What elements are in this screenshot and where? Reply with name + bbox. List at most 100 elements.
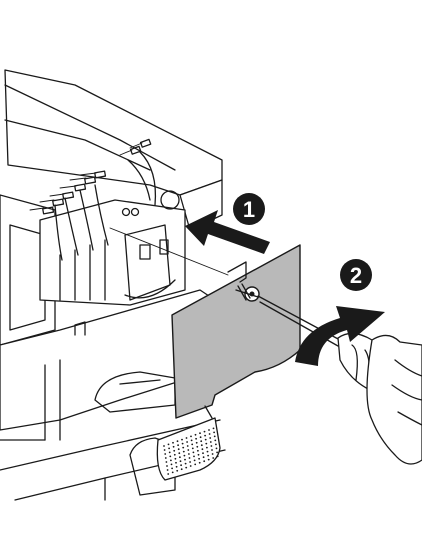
grille-hole <box>171 471 174 474</box>
push-arrow <box>185 210 270 254</box>
grille-hole <box>180 468 183 471</box>
grille-hole <box>196 445 199 448</box>
grille-hole <box>199 432 201 435</box>
grille-hole <box>214 439 217 442</box>
grille-hole <box>188 453 190 455</box>
grille-hole <box>210 445 213 447</box>
grille-hole <box>166 469 169 471</box>
grille-hole <box>175 465 178 468</box>
grille-hole <box>181 438 183 441</box>
grille-hole <box>189 465 192 467</box>
grille-hole <box>202 456 205 459</box>
grille-hole <box>184 462 187 465</box>
grille-hole <box>190 435 192 438</box>
grille-hole <box>172 441 174 444</box>
step-2-badge: 2 <box>340 259 372 291</box>
grille-hole <box>203 430 206 433</box>
grille-hole <box>168 447 171 450</box>
grille-hole <box>211 449 213 451</box>
grille-hole <box>167 443 170 446</box>
grille-hole <box>206 446 208 449</box>
grille-hole <box>197 449 199 452</box>
grille-hole <box>197 453 200 456</box>
step-1-label: 1 <box>243 197 255 222</box>
grille-hole <box>173 453 176 456</box>
grille-hole <box>211 453 214 455</box>
grille-hole <box>216 455 219 458</box>
grille-hole <box>168 451 171 454</box>
grille-hole <box>180 464 183 467</box>
grille-hole <box>171 467 174 470</box>
panel-screw <box>235 283 260 302</box>
grille-hole <box>176 440 179 443</box>
step-2-label: 2 <box>350 263 362 288</box>
grille-hole <box>205 442 208 445</box>
grille-hole <box>191 443 194 446</box>
grille-hole <box>215 447 218 450</box>
grille-hole <box>208 429 210 431</box>
grille-hole <box>195 441 198 444</box>
grille-hole <box>208 433 211 435</box>
grille-hole <box>177 448 180 451</box>
grille-hole <box>193 455 195 458</box>
grille-hole <box>173 449 176 452</box>
grille-hole <box>186 441 189 443</box>
grille-hole <box>184 458 186 461</box>
step-1-badge: 1 <box>233 193 265 225</box>
grille-hole <box>213 431 216 434</box>
grille-hole <box>175 461 177 464</box>
grille-hole <box>182 446 185 449</box>
grille-hole <box>166 465 168 467</box>
grille-hole <box>163 449 166 451</box>
grille-hole <box>198 461 201 464</box>
grille-hole <box>176 469 179 472</box>
grille-hole <box>212 427 215 430</box>
grille-hole <box>165 461 168 463</box>
grille-hole <box>207 458 210 461</box>
grille-hole <box>198 457 201 460</box>
grille-hole <box>192 451 195 454</box>
grille-hole <box>199 436 202 439</box>
grille-hole <box>207 454 210 457</box>
grille-hole <box>200 444 203 447</box>
hand <box>366 334 422 465</box>
grille-hole <box>164 457 167 459</box>
grille-hole <box>202 452 204 455</box>
grille-hole <box>187 449 190 451</box>
speaker-grille <box>156 417 221 481</box>
grille-hole <box>194 433 197 436</box>
grille-hole <box>193 459 196 462</box>
grille-hole <box>183 454 186 457</box>
grille-hole <box>177 444 180 447</box>
projector-body <box>0 69 226 501</box>
grille-hole <box>178 452 181 455</box>
grille-hole <box>179 460 182 463</box>
grille-hole <box>209 441 212 443</box>
grille-hole <box>215 443 217 446</box>
grille-hole <box>203 460 206 463</box>
grille-hole <box>172 445 175 448</box>
grille-hole <box>216 451 219 454</box>
grille-hole <box>186 445 189 447</box>
grille-hole <box>167 473 170 475</box>
grille-hole <box>200 440 203 443</box>
grille-hole <box>163 445 165 447</box>
grille-hole <box>209 437 212 439</box>
grille-hole <box>190 439 193 442</box>
grille-hole <box>194 463 197 466</box>
grille-hole <box>170 459 172 462</box>
rotate-arrow <box>295 306 385 366</box>
grille-hole <box>195 437 198 440</box>
grille-hole <box>174 457 177 460</box>
grille-hole <box>189 461 192 463</box>
grille-hole <box>204 434 207 437</box>
grille-hole <box>213 435 216 438</box>
grille-hole <box>185 466 188 469</box>
grille-hole <box>185 437 188 439</box>
grille-hole <box>201 448 204 451</box>
grille-hole <box>170 463 173 466</box>
connector-wires <box>29 138 157 261</box>
grille-hole <box>206 450 209 453</box>
grille-hole <box>182 450 185 453</box>
